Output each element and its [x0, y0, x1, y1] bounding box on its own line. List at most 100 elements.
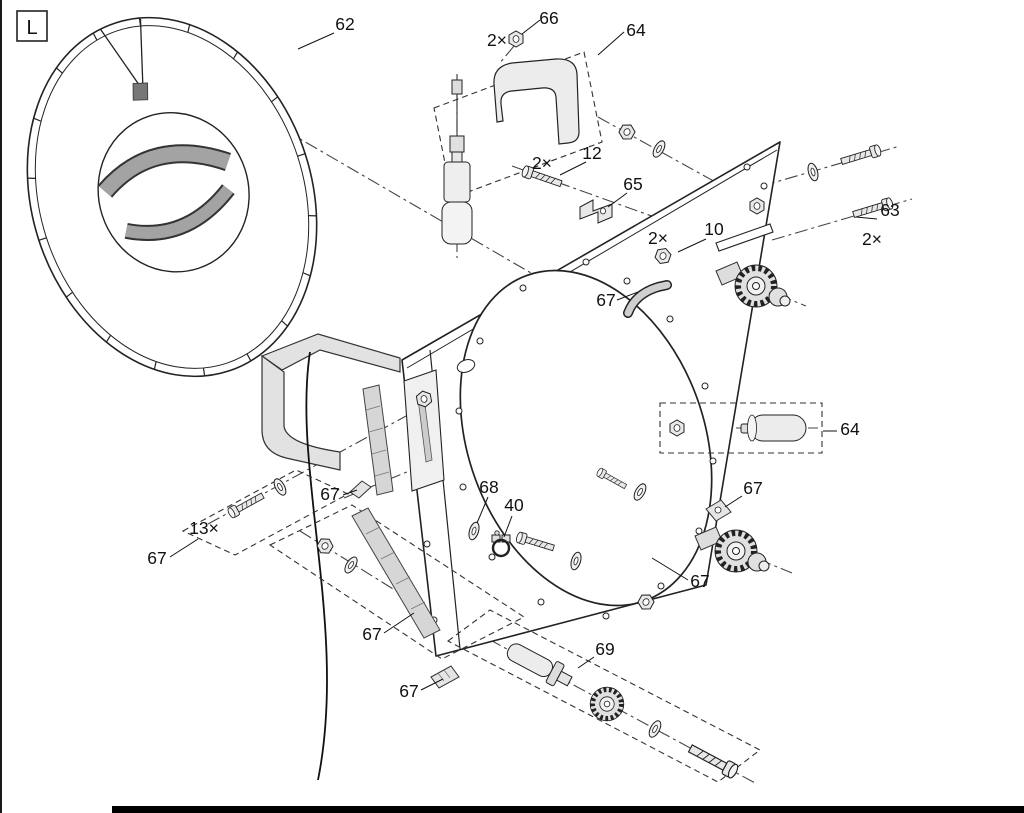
- leader-lines: [169, 19, 878, 691]
- label-10: 10: [704, 219, 724, 239]
- plate-edge-thickness: [406, 149, 778, 369]
- cable: [305, 351, 328, 781]
- disc-rim-ticks: [27, 18, 317, 376]
- label-68: 68: [479, 477, 498, 497]
- dashed-box-13x: [181, 469, 350, 556]
- disc-notch: [100, 19, 149, 101]
- part-labels: 62 66 2× 64 2× 12 65 2× 10 63 2× 67 64 6…: [147, 8, 899, 701]
- dashed-box-69: [446, 609, 762, 783]
- plate-left-bracket: [403, 369, 445, 492]
- nut-64-box: [669, 419, 685, 437]
- label-65: 65: [623, 174, 642, 194]
- shaft-69: [506, 643, 573, 687]
- label-2x-10: 2×: [648, 228, 668, 248]
- label-2x-12: 2×: [532, 153, 552, 173]
- part-64-bracket: [493, 58, 580, 145]
- corner-letter: L: [26, 17, 37, 39]
- cylinder-64-end: [747, 414, 757, 442]
- plate-slot-10: [715, 223, 774, 252]
- main-plate: [401, 141, 781, 657]
- washer-lower-left: [341, 554, 361, 576]
- label-67-lowerleft: 67: [147, 548, 166, 568]
- leader-69: [577, 656, 595, 669]
- label-69: 69: [595, 639, 614, 659]
- top-assembly: [433, 30, 765, 267]
- bracket-65-hole: [600, 207, 606, 215]
- leader-65: [607, 192, 628, 208]
- axis-line: [498, 45, 515, 65]
- hook-67-upper: [623, 280, 672, 318]
- label-67-strip: 67: [362, 624, 381, 644]
- label-67-left: 67: [320, 484, 339, 504]
- label-13x: 13×: [189, 518, 219, 538]
- leader-67-mid: [651, 557, 689, 581]
- label-2x-66: 2×: [487, 30, 507, 50]
- leader-67-left: [342, 489, 358, 496]
- part-62-disc: [26, 16, 318, 378]
- gear-69: [590, 687, 624, 721]
- clamp-40: [491, 530, 511, 558]
- corner-letter-box: L: [16, 10, 48, 42]
- label-64-top: 64: [626, 20, 646, 40]
- bolt-69: [686, 741, 741, 780]
- nut-top: [616, 121, 638, 143]
- label-67-hook: 67: [596, 290, 615, 310]
- label-40: 40: [504, 495, 524, 515]
- label-62: 62: [335, 14, 354, 34]
- dashed-box-strips: [268, 504, 526, 660]
- part-65-bracket: [579, 199, 613, 224]
- left-assembly: [181, 384, 526, 660]
- frame-top-rail: [260, 333, 401, 373]
- clip-67-left: [349, 480, 372, 499]
- float-switch: [441, 74, 473, 245]
- gear-upper-hub-cap: [779, 295, 791, 307]
- washer-top: [650, 138, 668, 160]
- leader-40: [503, 515, 513, 538]
- frame-corner-piece: [260, 333, 401, 781]
- label-2x-63: 2×: [862, 229, 882, 249]
- plate-holes: [410, 163, 768, 624]
- center-assembly: [466, 280, 732, 613]
- disc-gray-band: [97, 144, 235, 241]
- leader-63: [855, 216, 878, 220]
- leader-67-bottom: [420, 678, 444, 691]
- label-64-right: 64: [840, 419, 860, 439]
- foam-strip-2: [351, 507, 441, 639]
- clip-67-right: [705, 499, 732, 522]
- corner-box: [16, 10, 48, 42]
- washer-63: [805, 161, 821, 183]
- label-67-bottom: 67: [399, 681, 418, 701]
- label-67-mid: 67: [690, 571, 709, 591]
- leader-67-lowerleft: [169, 538, 199, 558]
- frame-side-rail: [261, 354, 341, 471]
- left-border-line: [0, 0, 2, 813]
- screw-63-a: [839, 143, 883, 168]
- leader-67-hook: [616, 291, 639, 301]
- leader-67-strip: [383, 612, 415, 634]
- leader-62: [297, 32, 335, 50]
- nut-66: [508, 30, 524, 48]
- leader-64-top: [597, 31, 625, 56]
- leader-68: [476, 496, 489, 524]
- nut-plate-top: [749, 197, 765, 215]
- cylinder-64-body: [749, 414, 807, 442]
- washer-13x: [271, 476, 289, 498]
- label-66: 66: [539, 8, 558, 28]
- label-12: 12: [582, 143, 601, 163]
- gear-lower-hub-cap: [758, 560, 770, 572]
- label-63: 63: [880, 200, 899, 220]
- leader-12: [559, 161, 587, 176]
- leader-10: [677, 238, 707, 253]
- foam-strip-1: [362, 384, 394, 496]
- gear-lower-assembly: [694, 526, 770, 572]
- leader-66: [521, 19, 541, 35]
- gear-upper-assembly: [715, 261, 791, 307]
- clip-67-bottom: [430, 665, 460, 689]
- dashed-box-64-right: [659, 402, 823, 454]
- label-67-right: 67: [743, 478, 762, 498]
- bottom-border-bar: [112, 806, 1024, 813]
- right-assembly: [659, 143, 895, 454]
